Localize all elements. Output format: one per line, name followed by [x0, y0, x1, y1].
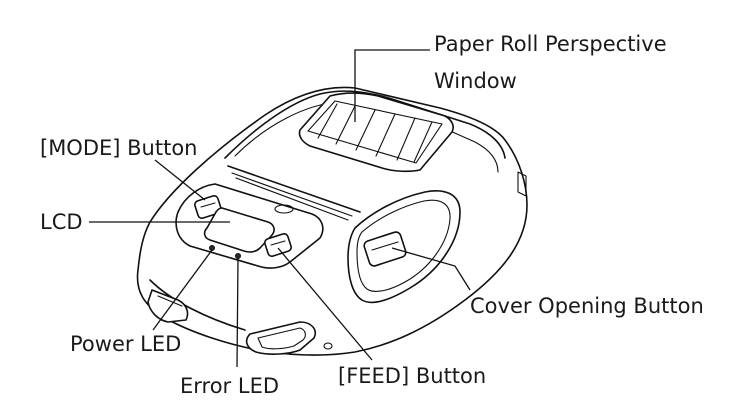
leader-cover-opening — [391, 247, 471, 291]
label-error-led: Error LED — [180, 374, 279, 398]
leader-feed-button — [277, 247, 373, 361]
label-power-led: Power LED — [70, 332, 181, 356]
label-paper-roll-line2: Window — [434, 69, 517, 93]
front-recess-detail — [157, 295, 183, 307]
paper-exit-slot — [227, 165, 361, 213]
front-face — [149, 279, 246, 331]
feed-button-mark — [270, 240, 286, 246]
callout-labels: Paper Roll Perspective Window [MODE] But… — [40, 32, 704, 398]
label-feed-button: [FEED] Button — [338, 364, 486, 388]
window-stripe — [413, 121, 433, 163]
paper-window — [298, 92, 454, 173]
mode-button-mark — [200, 202, 216, 208]
paper-exit-slot-edge — [231, 172, 353, 217]
window-stripe — [355, 109, 376, 151]
leader-power-led — [152, 249, 213, 331]
bottom-clip-inner — [257, 327, 306, 350]
feed-button-shape[interactable] — [264, 232, 292, 258]
screw-hole — [323, 342, 333, 350]
leader-paper-roll — [354, 49, 430, 122]
label-paper-roll-line1: Paper Roll Perspective — [434, 32, 667, 56]
side-cover-inner — [356, 199, 451, 292]
mode-button-shape[interactable] — [194, 194, 222, 220]
front-recess — [147, 289, 189, 323]
leader-mode-button — [154, 159, 206, 201]
side-tab — [517, 171, 527, 197]
printer-lid — [224, 90, 506, 159]
window-stripe — [317, 103, 338, 139]
lcd-screen — [203, 207, 275, 253]
paper-exit-slot-edge — [235, 177, 349, 221]
printer-illustration — [136, 86, 528, 356]
leader-lines — [89, 49, 471, 368]
cover-opening-button-shape[interactable] — [363, 231, 407, 267]
window-stripe — [396, 117, 416, 161]
window-stripe — [335, 105, 356, 145]
bottom-clip — [245, 321, 316, 355]
logo-mark — [274, 204, 294, 214]
error-led-dot — [235, 253, 241, 259]
label-mode-button: [MODE] Button — [40, 136, 198, 160]
power-led-dot — [209, 245, 215, 251]
label-cover-opening-button: Cover Opening Button — [470, 294, 704, 318]
window-stripe — [375, 113, 396, 157]
cover-button-detail — [371, 241, 399, 251]
leader-error-led — [236, 257, 239, 368]
label-lcd: LCD — [40, 210, 83, 234]
paper-window-inner — [307, 100, 443, 164]
